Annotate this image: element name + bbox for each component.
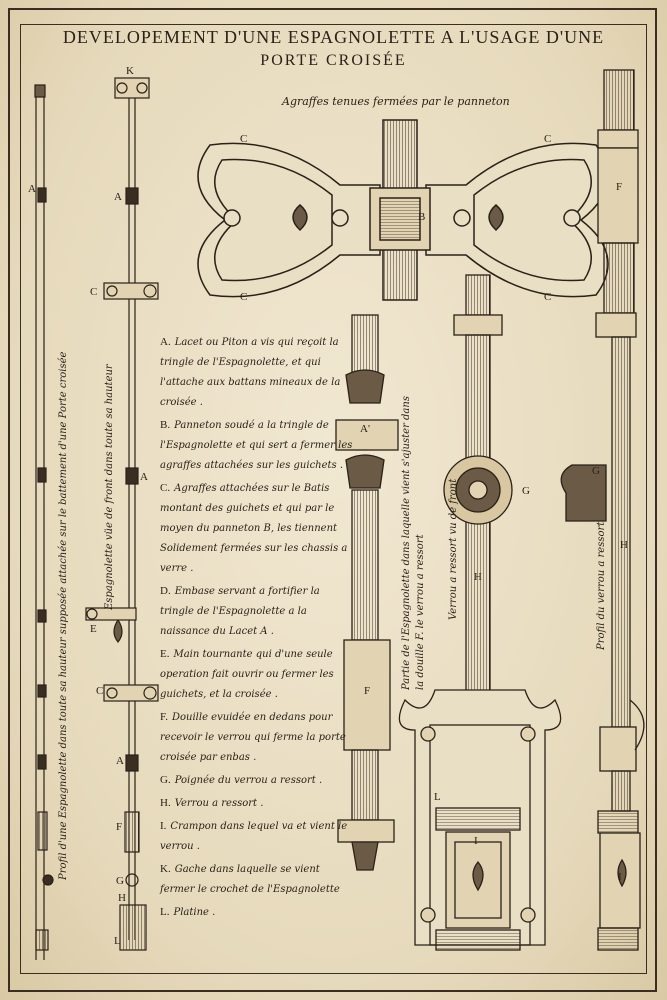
legend-text: Verrou a ressort . — [174, 798, 264, 809]
label-c-4: C — [544, 291, 551, 303]
label-f-profile: F — [616, 181, 622, 193]
legend-key: H. — [160, 797, 171, 809]
legend-key: K. — [160, 863, 171, 875]
caption-agraffes: Agraffes tenues fermées par le panneton — [282, 95, 510, 108]
label-h-bolt: H — [474, 571, 482, 583]
figure-labels: K A A C A E C A F G H L C C C C B A' F G… — [28, 65, 628, 947]
legend-key: C. — [160, 482, 171, 494]
label-a-front-2: A — [140, 471, 148, 483]
legend-key: G. — [160, 774, 171, 786]
legend-item: C.Agraffes attachées sur le Batis montan… — [160, 478, 355, 579]
label-c-2: C — [544, 133, 551, 145]
legend-item: E.Main tournante qui d'une seule operati… — [160, 644, 355, 705]
label-i-profile: I — [618, 871, 622, 883]
label-c-front: C — [90, 286, 97, 298]
label-l-bolt: L — [434, 791, 441, 803]
legend-item: K.Gache dans laquelle se vient fermer le… — [160, 859, 355, 900]
label-a-profile: A — [28, 183, 36, 195]
legend-key: E. — [160, 648, 170, 660]
legend-text: Embase servant a fortifier la tringle de… — [160, 586, 320, 637]
inner-border — [20, 24, 647, 974]
label-h-profile: H — [620, 539, 628, 551]
label-c-1: C — [240, 133, 247, 145]
caption-verrou-front: Verrou a ressort vu de front — [448, 478, 459, 620]
agraffes-assembly — [197, 119, 609, 301]
label-h-front: H — [118, 892, 126, 904]
label-b: B — [418, 211, 425, 223]
legend-item: L.Platine . — [160, 902, 355, 923]
label-f-center: F — [364, 685, 370, 697]
caption-front-view: Espagnolette vüe de front dans toute sa … — [104, 364, 115, 610]
legend-text: Panneton soudé a la tringle de l'Espagno… — [160, 420, 353, 471]
legend-text: Poignée du verrou a ressort . — [174, 775, 323, 786]
legend-item: H.Verrou a ressort . — [160, 793, 355, 814]
caption-portion: Partie de l'Espagnolette dans laquelle v… — [401, 396, 426, 690]
legend-key: I. — [160, 820, 167, 832]
legend-item: D.Embase servant a fortifier la tringle … — [160, 581, 355, 642]
legend-item: F.Douille evuidée en dedans pour recevoi… — [160, 707, 355, 768]
legend-text: Main tournante qui d'une seule operation… — [160, 649, 334, 700]
label-f-front: F — [116, 821, 122, 833]
label-g-profile: G — [592, 465, 600, 477]
caption-profile-left: Profil d'une Espagnolette dans toute sa … — [58, 351, 69, 880]
caption-verrou-profile: Profil du verrou a ressort — [596, 521, 607, 650]
label-l-front: L — [114, 935, 121, 947]
legend-key: L. — [160, 906, 170, 918]
label-a-front-3: A — [116, 755, 124, 767]
label-e-front: E — [90, 623, 97, 635]
label-g-front: G — [116, 875, 124, 887]
label-c-3: C — [240, 291, 247, 303]
bolt-profile — [560, 69, 645, 951]
legend-item: I.Crampon dans lequel va et vient le ver… — [160, 816, 355, 857]
legend-text: Gache dans laquelle se vient fermer le c… — [160, 864, 340, 895]
legend-key: D. — [160, 585, 171, 597]
bolt-front — [398, 274, 562, 951]
legend-key: F. — [160, 711, 168, 723]
plate-title-line2: PORTE CROISÉE — [260, 52, 407, 69]
legend-text: Douille evuidée en dedans pour recevoir … — [160, 712, 346, 763]
front-rod — [85, 77, 159, 951]
center-rod — [335, 314, 399, 871]
legend-key: B. — [160, 419, 171, 431]
legend-item: G.Poignée du verrou a ressort . — [160, 770, 355, 791]
label-a-front: A — [114, 191, 122, 203]
label-i-bolt: I — [474, 835, 478, 847]
profile-rod-left — [34, 84, 54, 960]
legend-text: Lacet ou Piton a vis qui reçoit la tring… — [160, 337, 341, 408]
label-g-bolt: G — [522, 485, 530, 497]
outer-border — [8, 8, 657, 992]
plate-title-line1: DEVELOPEMENT D'UNE ESPAGNOLETTE A L'USAG… — [62, 27, 605, 47]
label-a-prime: A' — [360, 423, 370, 435]
label-k: K — [126, 65, 134, 77]
label-c-front-2: C — [96, 685, 103, 697]
legend: A.Lacet ou Piton a vis qui reçoit la tri… — [160, 332, 355, 925]
legend-item: B.Panneton soudé a la tringle de l'Espag… — [160, 415, 355, 476]
legend-text: Crampon dans lequel va et vient le verro… — [160, 821, 348, 852]
legend-item: A.Lacet ou Piton a vis qui reçoit la tri… — [160, 332, 355, 413]
legend-text: Platine . — [173, 907, 216, 918]
legend-key: A. — [160, 336, 171, 348]
legend-text: Agraffes attachées sur le Batis montant … — [160, 483, 348, 574]
